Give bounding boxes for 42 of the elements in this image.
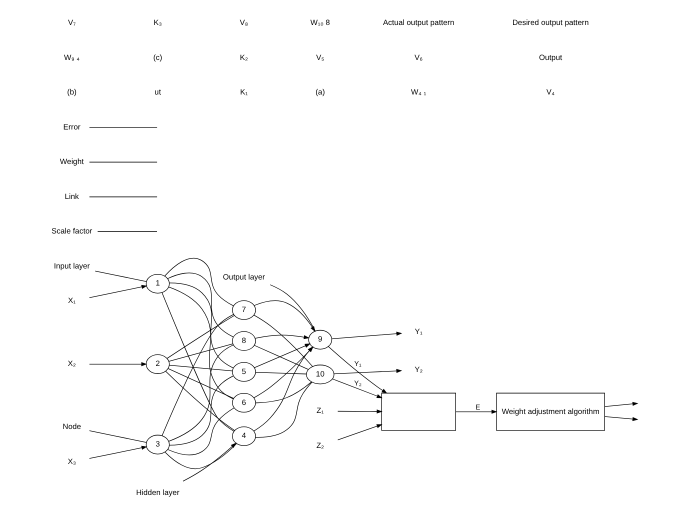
connector	[164, 370, 234, 430]
connector	[164, 257, 234, 306]
arrow	[253, 346, 313, 431]
connector	[161, 292, 234, 432]
connector	[168, 344, 234, 442]
connector	[166, 272, 234, 337]
arrow	[254, 334, 310, 339]
connector	[254, 371, 306, 374]
connector	[166, 314, 234, 358]
connector	[168, 364, 232, 371]
connector	[88, 126, 157, 128]
arrow	[88, 445, 147, 458]
connector	[166, 407, 234, 455]
arrow	[336, 408, 382, 414]
arrow	[328, 346, 387, 394]
arrow	[331, 331, 402, 339]
arrow	[336, 424, 382, 440]
arrow	[454, 409, 497, 414]
arrow	[333, 368, 402, 374]
connector	[164, 442, 236, 469]
connector	[96, 230, 157, 232]
arrow	[88, 284, 147, 298]
connector	[168, 282, 234, 368]
arrow	[182, 442, 236, 482]
arrow	[604, 416, 638, 421]
connector	[88, 430, 146, 442]
node-box	[380, 392, 456, 430]
connector	[254, 381, 312, 403]
connector	[167, 368, 234, 398]
connector	[88, 161, 157, 162]
arrow	[88, 362, 147, 366]
connector	[168, 343, 233, 362]
arrow	[332, 378, 382, 398]
arrow	[604, 401, 638, 406]
connector	[94, 270, 146, 282]
connector	[253, 314, 312, 366]
connector	[254, 381, 312, 438]
connector	[88, 196, 157, 197]
arrow	[253, 346, 313, 398]
connector	[161, 314, 234, 436]
connector	[168, 286, 234, 399]
connector	[168, 375, 234, 446]
